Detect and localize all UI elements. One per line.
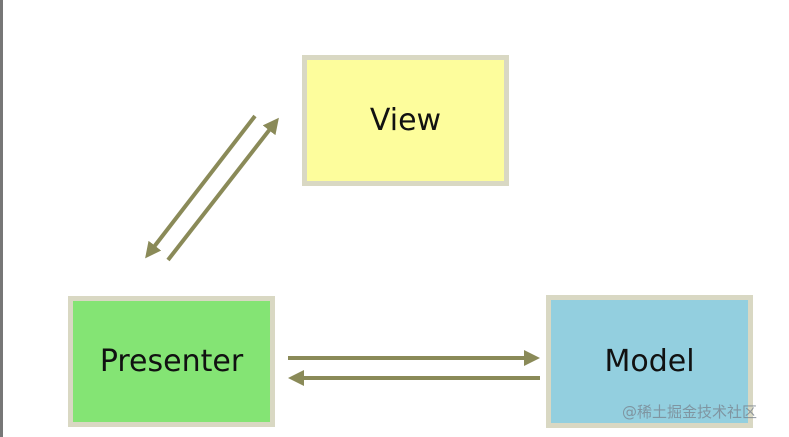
arrow-presenter-to-view — [166, 117, 279, 262]
presenter-node: Presenter — [68, 296, 275, 427]
presenter-label: Presenter — [99, 344, 244, 379]
model-label: Model — [604, 344, 695, 379]
view-node: View — [302, 55, 509, 186]
arrow-view-to-presenter — [145, 114, 257, 259]
window-edge — [0, 0, 3, 437]
view-label: View — [369, 103, 442, 138]
model-node: Model — [546, 295, 753, 428]
watermark: @稀土掘金技术社区 — [622, 403, 758, 421]
